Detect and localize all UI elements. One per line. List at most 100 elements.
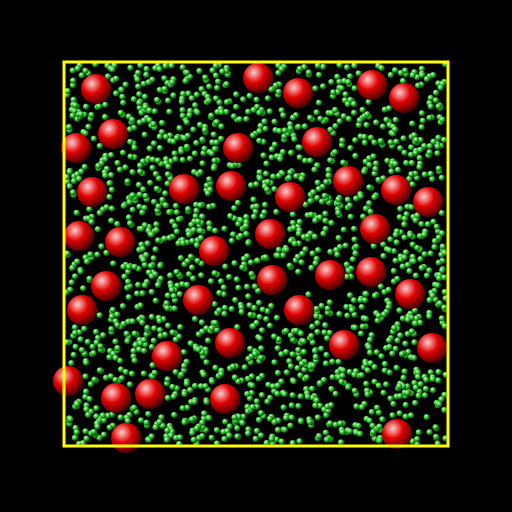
small-particle xyxy=(155,237,162,244)
small-particle xyxy=(366,417,373,424)
small-particle xyxy=(380,389,387,396)
small-particle xyxy=(332,390,339,397)
small-particle xyxy=(401,215,408,222)
small-particle xyxy=(131,330,138,337)
small-particle xyxy=(191,315,199,323)
small-particle xyxy=(302,157,309,164)
small-particle xyxy=(271,118,278,125)
small-particle xyxy=(96,312,103,319)
small-particle xyxy=(175,216,182,223)
small-particle xyxy=(150,255,157,262)
small-particle xyxy=(164,394,171,402)
small-particle xyxy=(148,231,155,238)
small-particle xyxy=(423,272,430,279)
small-particle xyxy=(411,339,418,346)
small-particle xyxy=(414,244,421,251)
small-particle xyxy=(151,108,158,115)
small-particle xyxy=(202,74,209,81)
small-particle xyxy=(135,281,142,288)
small-particle xyxy=(283,348,290,356)
small-particle xyxy=(434,143,441,150)
small-particle xyxy=(147,179,154,186)
small-particle xyxy=(358,303,365,311)
small-particle xyxy=(297,393,304,400)
small-particle xyxy=(271,359,278,366)
small-particle xyxy=(283,327,290,334)
small-particle xyxy=(423,414,430,421)
small-particle xyxy=(404,389,411,396)
small-particle xyxy=(375,312,382,319)
small-particle xyxy=(345,79,352,86)
small-particle xyxy=(404,261,411,269)
small-particle xyxy=(229,162,236,169)
small-particle xyxy=(100,332,107,339)
small-particle xyxy=(156,144,164,152)
small-particle xyxy=(184,258,191,265)
small-particle xyxy=(171,411,178,419)
small-particle xyxy=(378,353,385,360)
small-particle xyxy=(294,365,301,372)
small-particle xyxy=(327,157,334,164)
small-particle xyxy=(362,290,370,297)
small-particle xyxy=(407,232,414,239)
small-particle xyxy=(140,370,147,377)
small-particle xyxy=(335,358,342,365)
small-particle xyxy=(185,90,192,97)
small-particle xyxy=(148,288,155,296)
small-particle xyxy=(297,418,304,425)
small-particle xyxy=(101,113,109,120)
small-particle xyxy=(122,368,129,376)
small-particle xyxy=(288,414,295,421)
small-particle xyxy=(187,340,194,347)
small-particle xyxy=(131,357,138,364)
small-particle xyxy=(386,343,393,351)
small-particle xyxy=(356,430,364,437)
small-particle xyxy=(256,109,263,116)
small-particle xyxy=(161,235,168,242)
small-particle xyxy=(148,343,155,351)
small-particle xyxy=(385,105,393,112)
small-particle xyxy=(112,354,119,362)
small-particle xyxy=(193,91,200,98)
small-particle xyxy=(140,80,147,87)
small-particle xyxy=(77,336,84,343)
small-particle xyxy=(380,241,387,248)
small-particle xyxy=(316,380,323,387)
small-particle xyxy=(164,427,171,434)
small-particle xyxy=(71,273,79,280)
small-particle xyxy=(417,319,424,326)
small-particle xyxy=(246,302,253,309)
small-particle xyxy=(154,281,161,289)
large-particle xyxy=(389,83,419,113)
small-particle xyxy=(312,353,319,360)
small-particle xyxy=(147,262,154,269)
small-particle xyxy=(156,86,163,94)
small-particle xyxy=(104,73,111,80)
small-particle xyxy=(99,412,106,419)
small-particle xyxy=(183,143,190,150)
small-particle xyxy=(114,159,121,167)
small-particle xyxy=(276,127,283,135)
small-particle xyxy=(381,367,388,374)
small-particle xyxy=(257,410,265,417)
small-particle xyxy=(104,412,111,419)
small-particle xyxy=(126,199,133,206)
small-particle xyxy=(412,272,419,279)
small-particle xyxy=(392,231,399,238)
small-particle xyxy=(244,430,252,437)
small-particle xyxy=(427,170,434,177)
large-particle xyxy=(105,227,135,257)
small-particle xyxy=(275,336,282,343)
small-particle xyxy=(314,320,321,327)
small-particle xyxy=(112,376,119,383)
small-particle xyxy=(228,237,235,244)
small-particle xyxy=(289,392,296,399)
small-particle xyxy=(429,292,436,299)
small-particle xyxy=(383,381,390,388)
small-particle xyxy=(114,344,121,352)
small-particle xyxy=(234,324,241,331)
small-particle xyxy=(355,70,362,77)
small-particle xyxy=(407,151,415,158)
small-particle xyxy=(351,371,358,378)
small-particle xyxy=(176,434,183,441)
